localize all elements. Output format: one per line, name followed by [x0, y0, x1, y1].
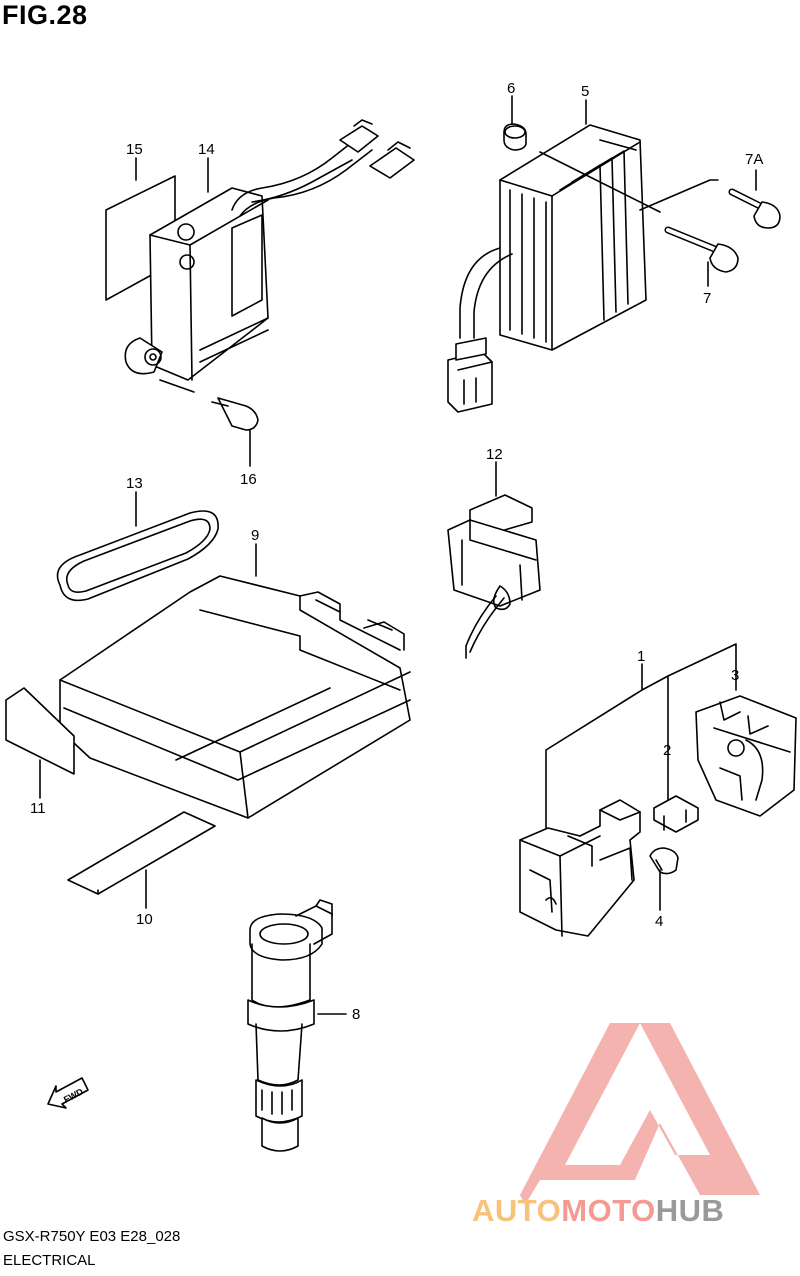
callout-7: 7 — [703, 290, 711, 307]
leader-1 — [545, 643, 737, 829]
part-8-ignition-coil — [247, 899, 333, 1152]
callout-13: 13 — [126, 475, 143, 492]
watermark-text: AUTOMOTOHUB — [472, 1193, 724, 1229]
leader-5-7 — [539, 151, 661, 213]
callout-1: 1 — [637, 648, 645, 665]
part-12-relay — [447, 494, 541, 659]
part-2-fuse — [653, 795, 699, 833]
part-4-fuse — [649, 847, 679, 875]
callout-15: 15 — [126, 141, 143, 158]
part-3-fuse-cover — [695, 695, 797, 817]
part-5-regulator — [447, 124, 647, 413]
callout-14: 14 — [198, 141, 215, 158]
callout-16: 16 — [240, 471, 257, 488]
callout-5: 5 — [581, 83, 589, 100]
callout-12: 12 — [486, 446, 503, 463]
callout-2: 2 — [663, 742, 671, 759]
part-1-fuse-box — [519, 799, 641, 937]
watermark-logo-icon — [520, 1023, 760, 1205]
figure-title: FIG.28 — [2, 0, 88, 30]
watermark-hub: HUB — [655, 1193, 725, 1228]
part-7-bolt — [639, 179, 739, 273]
watermark-moto: MOTO — [561, 1193, 656, 1228]
watermark-auto: AUTO — [472, 1193, 562, 1228]
callout-11: 11 — [30, 800, 46, 817]
callout-7a: 7A — [745, 151, 763, 168]
part-11-label — [5, 687, 75, 775]
part-7a-bolt — [728, 188, 781, 229]
callout-8: 8 — [352, 1006, 360, 1023]
callout-3: 3 — [731, 667, 739, 684]
fwd-arrow-icon — [47, 1077, 89, 1109]
part-6-collar — [503, 123, 527, 151]
callout-4: 4 — [655, 913, 663, 930]
callout-6: 6 — [507, 80, 515, 97]
part-13-seal — [56, 510, 219, 602]
model-code: GSX-R750Y E03 E28_028 — [3, 1228, 181, 1245]
callout-10: 10 — [136, 911, 153, 928]
section-name: ELECTRICAL — [3, 1252, 96, 1269]
part-10-pad — [67, 811, 216, 895]
part-14-module — [124, 119, 415, 431]
callout-9: 9 — [251, 527, 259, 544]
part-9-ecm — [59, 575, 411, 819]
